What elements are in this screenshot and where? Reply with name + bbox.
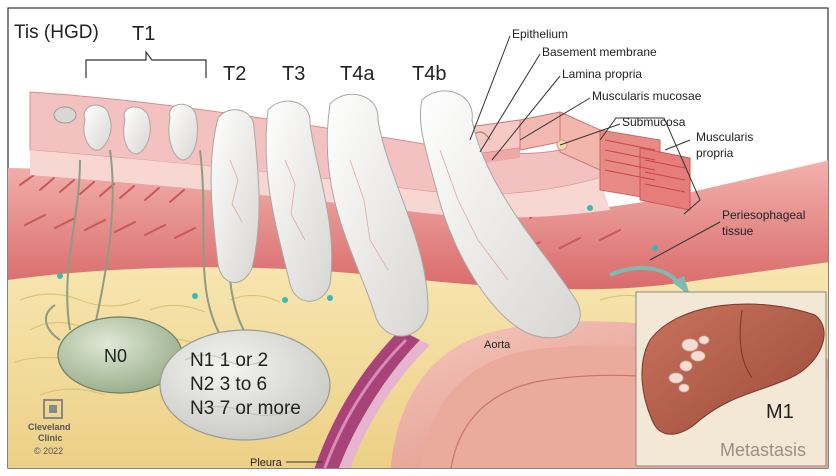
credit-line-3: © 2022: [34, 446, 63, 456]
label-metastasis: Metastasis: [720, 440, 806, 460]
label-t2: T2: [223, 63, 246, 85]
label-muscularis-propria-2: propria: [696, 146, 734, 160]
label-periesophageal-2: tissue: [722, 224, 754, 238]
label-m1: M1: [766, 401, 794, 423]
label-epithelium: Epithelium: [512, 27, 568, 41]
label-t4b: T4b: [412, 63, 446, 85]
tumor-tis: [54, 107, 76, 123]
label-t4a: T4a: [340, 63, 375, 85]
label-muscularis-propria-1: Muscularis: [696, 130, 753, 144]
label-n2: N2 3 to 6: [190, 374, 267, 395]
label-n0: N0: [104, 346, 127, 366]
label-t3: T3: [282, 63, 305, 85]
label-pleura: Pleura: [250, 457, 283, 469]
label-muscularis-mucosae: Muscularis mucosae: [592, 89, 702, 103]
label-t1: T1: [132, 23, 155, 45]
credit-line-1: Cleveland: [28, 422, 71, 432]
label-n1: N1 1 or 2: [190, 350, 268, 371]
label-submucosa: Submucosa: [622, 115, 686, 129]
label-aorta: Aorta: [484, 339, 511, 351]
label-tis: Tis (HGD): [14, 22, 99, 43]
label-n3: N3 7 or more: [190, 398, 301, 419]
tumor-t2: [211, 110, 259, 283]
credit-line-2: Clinic: [38, 433, 63, 443]
label-periesophageal-1: Periesophageal: [722, 208, 805, 222]
label-lamina-propria: Lamina propria: [562, 67, 642, 81]
label-basement-membrane: Basement membrane: [542, 45, 657, 59]
